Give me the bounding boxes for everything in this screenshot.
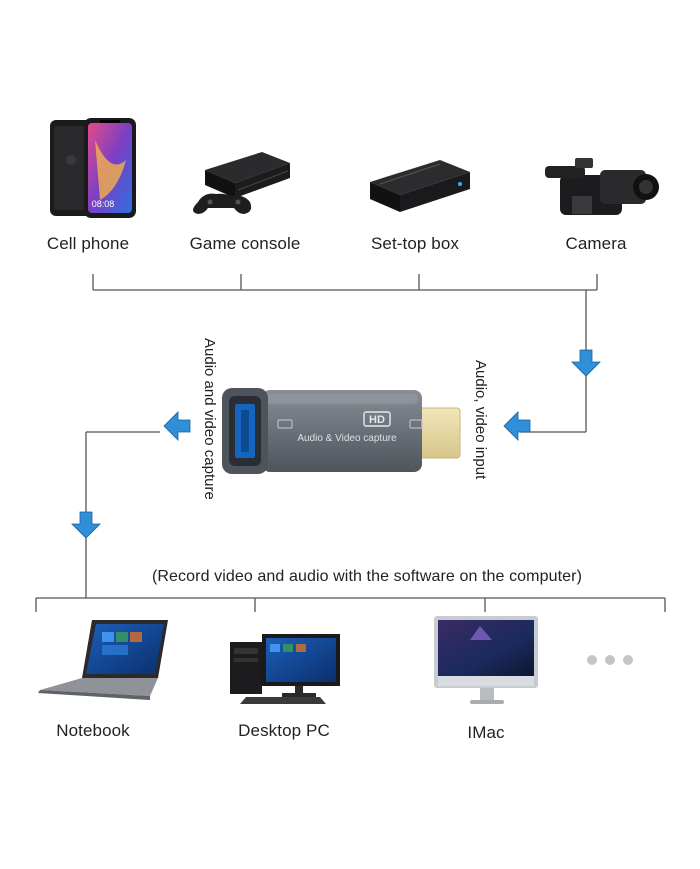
set-top-box-icon xyxy=(370,160,470,212)
desktop-pc-icon xyxy=(230,634,340,704)
imac-label: IMac xyxy=(467,723,505,742)
camera-label: Camera xyxy=(565,234,627,253)
desktop-pc-label: Desktop PC xyxy=(238,721,330,740)
arrow-left-icon xyxy=(503,411,531,441)
adapter-text: Audio & Video capture xyxy=(297,433,397,444)
hdmi-usb-capture-adapter-icon xyxy=(222,388,461,474)
software-note: (Record video and audio with the softwar… xyxy=(151,568,583,585)
game-console-icon xyxy=(193,152,290,214)
game-console-label: Game console xyxy=(189,234,301,253)
notebook-label: Notebook xyxy=(56,721,130,740)
cell-phone-label: Cell phone xyxy=(46,234,130,253)
imac-icon xyxy=(434,616,538,704)
input-label: Audio, video input xyxy=(472,360,489,480)
arrow-down-icon xyxy=(71,511,101,539)
capture-label: Audio and video capture xyxy=(201,338,218,500)
ellipsis-icon xyxy=(587,655,633,665)
set-top-box-label: Set-top box xyxy=(370,234,460,253)
adapter-badge: HD xyxy=(369,414,385,426)
arrow-left-icon xyxy=(163,411,191,441)
arrow-down-icon xyxy=(571,349,601,377)
laptop-icon xyxy=(38,620,168,700)
smartphone-icon xyxy=(50,118,136,218)
phone-screen-time: 08:08 xyxy=(92,199,115,209)
video-camera-icon xyxy=(545,158,659,215)
